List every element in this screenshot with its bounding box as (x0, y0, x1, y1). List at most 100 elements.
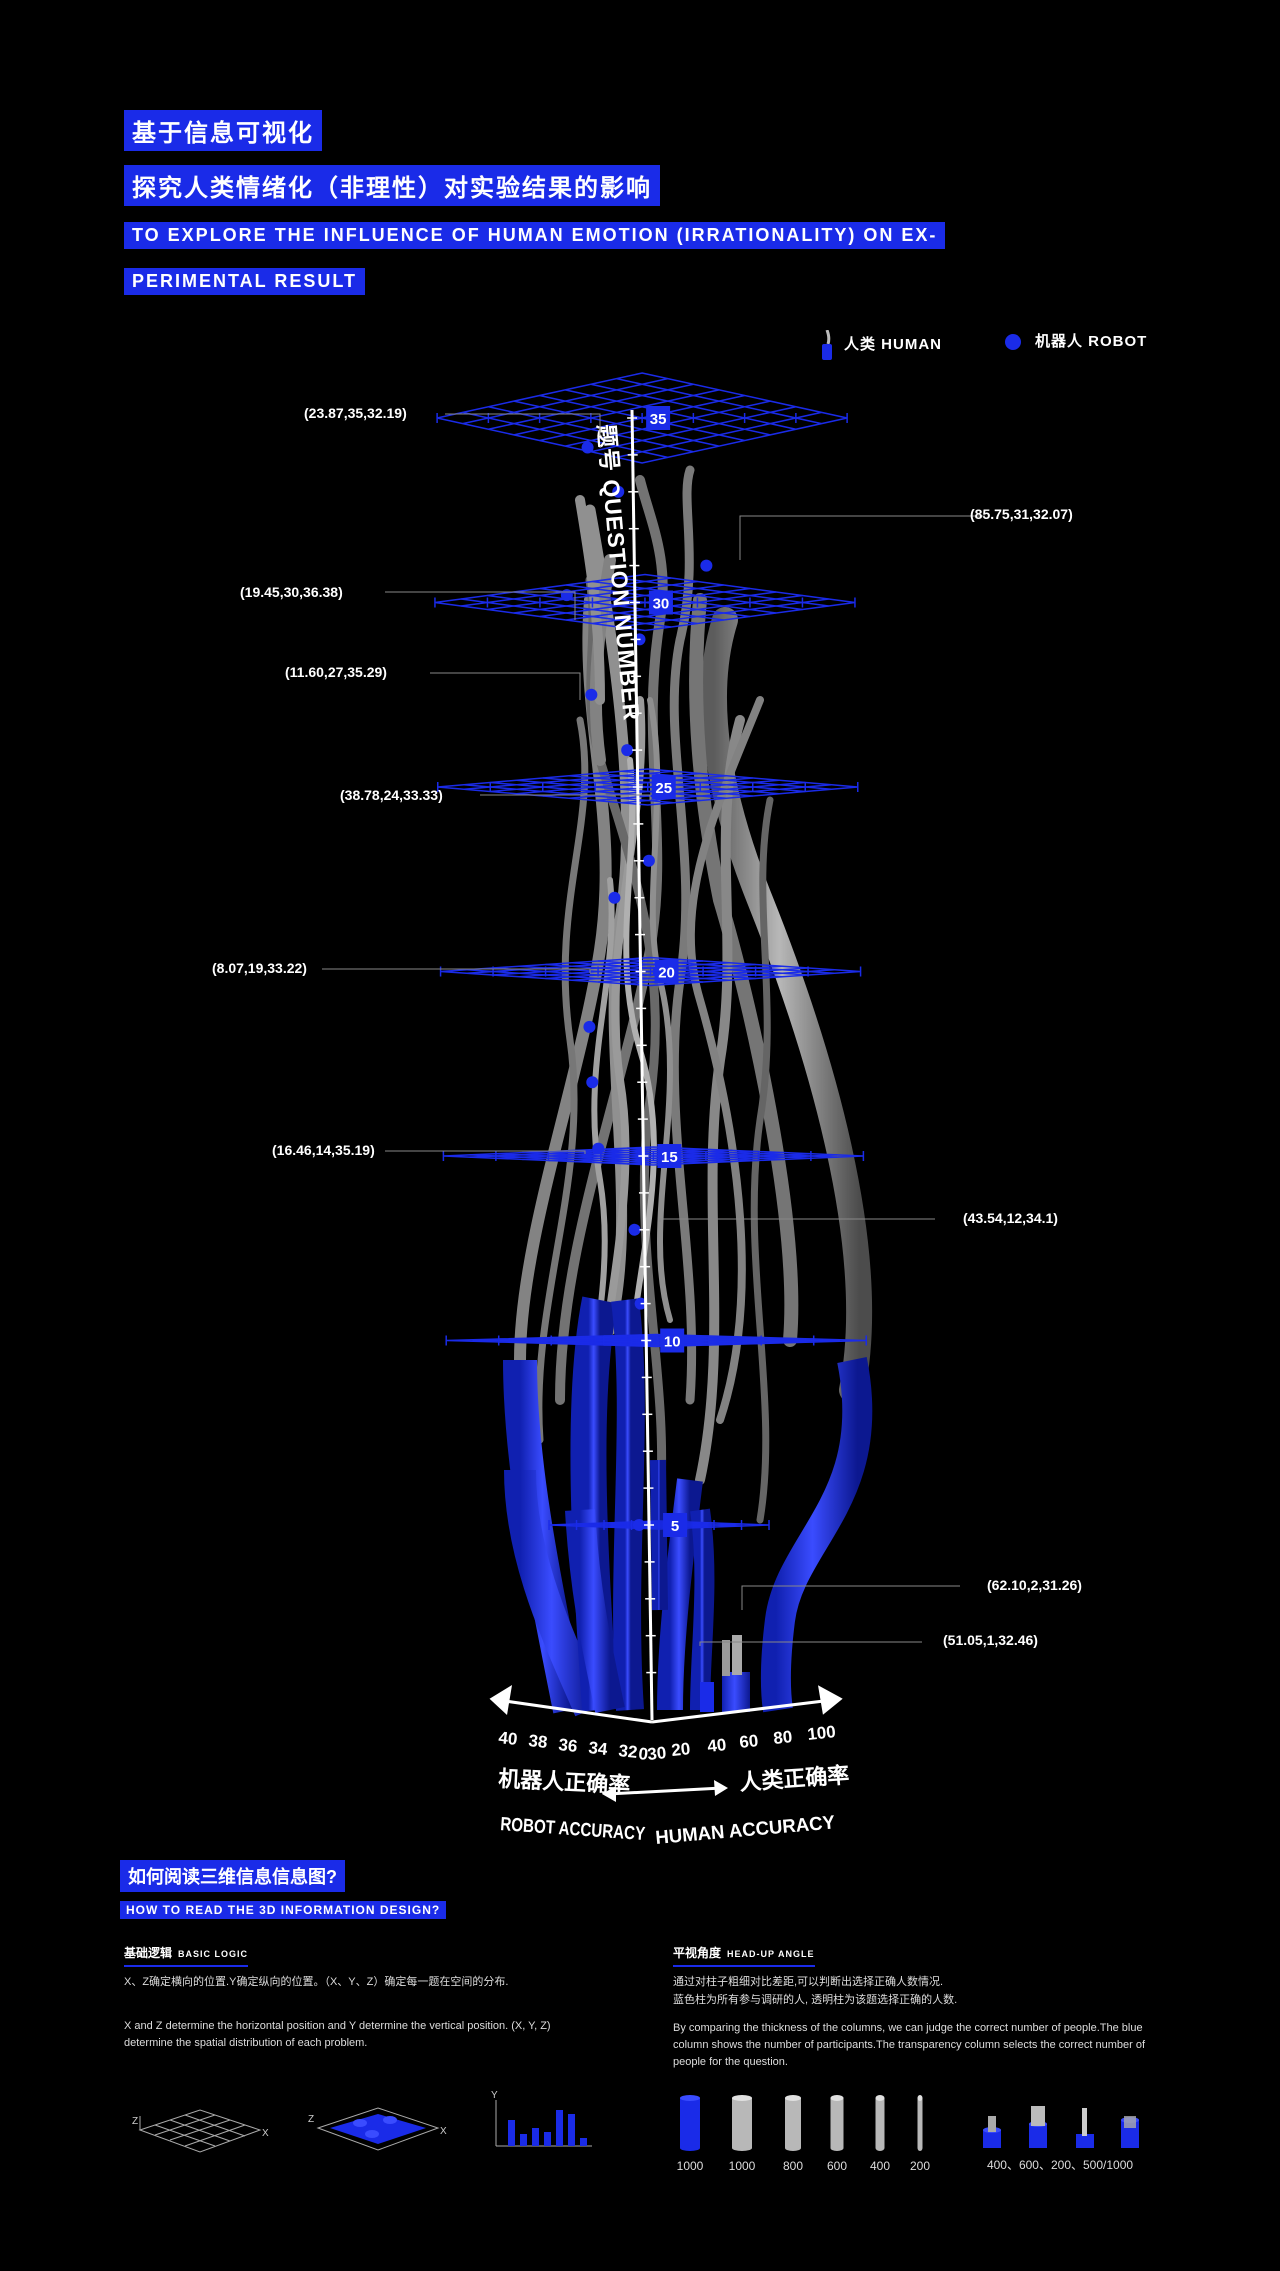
title-cn-line2: 探究人类情绪化（非理性）对实验结果的影响 (124, 165, 660, 206)
robot-dot (560, 589, 573, 602)
axis-letter: Z (308, 2114, 314, 2125)
axis-letter: Y (491, 2090, 498, 2101)
leader-line (385, 591, 576, 620)
double-arrow-right-head (714, 1780, 728, 1796)
cylinder-body (732, 2098, 752, 2148)
headup-angle-en: HEAD-UP ANGLE (727, 1949, 815, 1959)
xz-grid-line (184, 2114, 246, 2137)
leader-line (480, 794, 651, 800)
human-accuracy-tick: 30 (646, 1743, 667, 1764)
basic-logic-text-en: X and Z determine the horizontal positio… (124, 2020, 551, 2049)
howto-title-en: HOW TO READ THE 3D INFORMATION DESIGN? (120, 1901, 447, 1919)
grid-line (616, 377, 822, 425)
legend-robot-label: 机器人 ROBOT (1035, 333, 1148, 350)
xz-dot (365, 2130, 379, 2138)
grid-line (616, 411, 822, 459)
cylinder-bottom (732, 2145, 752, 2151)
human-tubes (514, 465, 873, 1524)
grid-outline (446, 1333, 867, 1348)
arrow-right-icon (818, 1685, 843, 1715)
cylinder-bottom (785, 2145, 801, 2151)
human-tube (555, 475, 668, 1405)
grid-line (618, 577, 829, 607)
robot-accuracy-tick: 38 (528, 1731, 549, 1752)
y-bar (532, 2128, 539, 2146)
combo-inner (1124, 2116, 1136, 2128)
human-tube (701, 607, 873, 1403)
human-tube (695, 715, 745, 1485)
robot-dot (628, 1223, 641, 1236)
human-tube (535, 716, 589, 1444)
combo-top (983, 2127, 1001, 2133)
tick-label-box (654, 959, 679, 984)
tick-label-box (651, 775, 676, 799)
legend-human-label: 人类 HUMAN (844, 335, 942, 353)
combo-base (1076, 2134, 1094, 2148)
axis-minor-ticks (627, 417, 657, 1674)
y-bars-illustration (495, 2100, 592, 2147)
headup-text-cn2: 蓝色柱为所有参与调研的人, 透明柱为该题选择正确的人数. (673, 1994, 958, 2006)
tick-label-box (657, 1144, 682, 1168)
human-accuracy-cn: 人类正确率 (739, 1762, 850, 1795)
robot-accuracy-tick: 36 (558, 1735, 579, 1756)
combo-top (1029, 2121, 1047, 2127)
blue-column-short (700, 1682, 714, 1712)
cylinder-top (917, 2095, 923, 2101)
cylinder-bottom (917, 2145, 923, 2151)
xz-grid-dots-illustration (316, 2107, 440, 2151)
combo-top (1121, 2117, 1139, 2123)
blue-column (565, 1509, 625, 1713)
leader-line (385, 1150, 586, 1154)
y-bar (580, 2138, 587, 2146)
arrow-left-icon (489, 1685, 513, 1715)
xz-grid-line (184, 2124, 246, 2147)
xz-grid-line (169, 2119, 231, 2141)
y-bar (520, 2134, 527, 2146)
xz-grid-base (316, 2107, 440, 2151)
robot-dot (700, 559, 713, 572)
grid-line (618, 598, 829, 628)
leader-line (659, 1218, 935, 1222)
tick-label: 35 (650, 411, 667, 428)
y-bar (568, 2114, 575, 2146)
cylinder-label: 1000 (677, 2159, 704, 2173)
cylinder-bottom (830, 2145, 844, 2151)
human-accuracy-tick: 40 (706, 1735, 727, 1756)
cylinder-top (732, 2095, 752, 2101)
grid-line (621, 770, 832, 790)
tick-label: 10 (664, 1334, 681, 1351)
leader-line (445, 413, 601, 436)
combo-inner (988, 2116, 996, 2132)
howto-title-cn: 如何阅读三维信息信息图? (120, 1860, 345, 1892)
grid-outline (443, 1146, 864, 1166)
grid-line (592, 580, 803, 611)
combo-base (1121, 2120, 1139, 2148)
cylinder-top (785, 2095, 801, 2101)
blue-column (760, 1357, 873, 1713)
tick-label: 20 (658, 965, 675, 982)
combo-base (983, 2130, 1001, 2148)
robot-accuracy-tick: 40 (498, 1728, 519, 1749)
legend-robot: 机器人 ROBOT (1005, 330, 1147, 351)
human-tube (686, 696, 764, 1424)
combo-inner (1031, 2106, 1045, 2126)
cylinder-label: 600 (827, 2159, 847, 2173)
cylinder-label: 800 (783, 2159, 803, 2173)
combo-inner (1082, 2108, 1087, 2136)
robot-dot (621, 744, 634, 757)
human-accuracy-tick: 20 (670, 1739, 691, 1760)
human-accuracy-tick: 80 (772, 1727, 793, 1748)
cylinder-body (917, 2098, 923, 2148)
cylinder-top (875, 2095, 885, 2101)
leader-line (741, 1585, 960, 1610)
tick-label: 15 (661, 1149, 678, 1166)
robot-dot (612, 485, 625, 498)
double-arrow-icon (607, 1786, 723, 1796)
point-label: (8.07,19,33.22) (212, 960, 307, 976)
tick-label-box (663, 1513, 688, 1537)
basic-logic-cn: 基础逻辑 (124, 1946, 173, 1960)
